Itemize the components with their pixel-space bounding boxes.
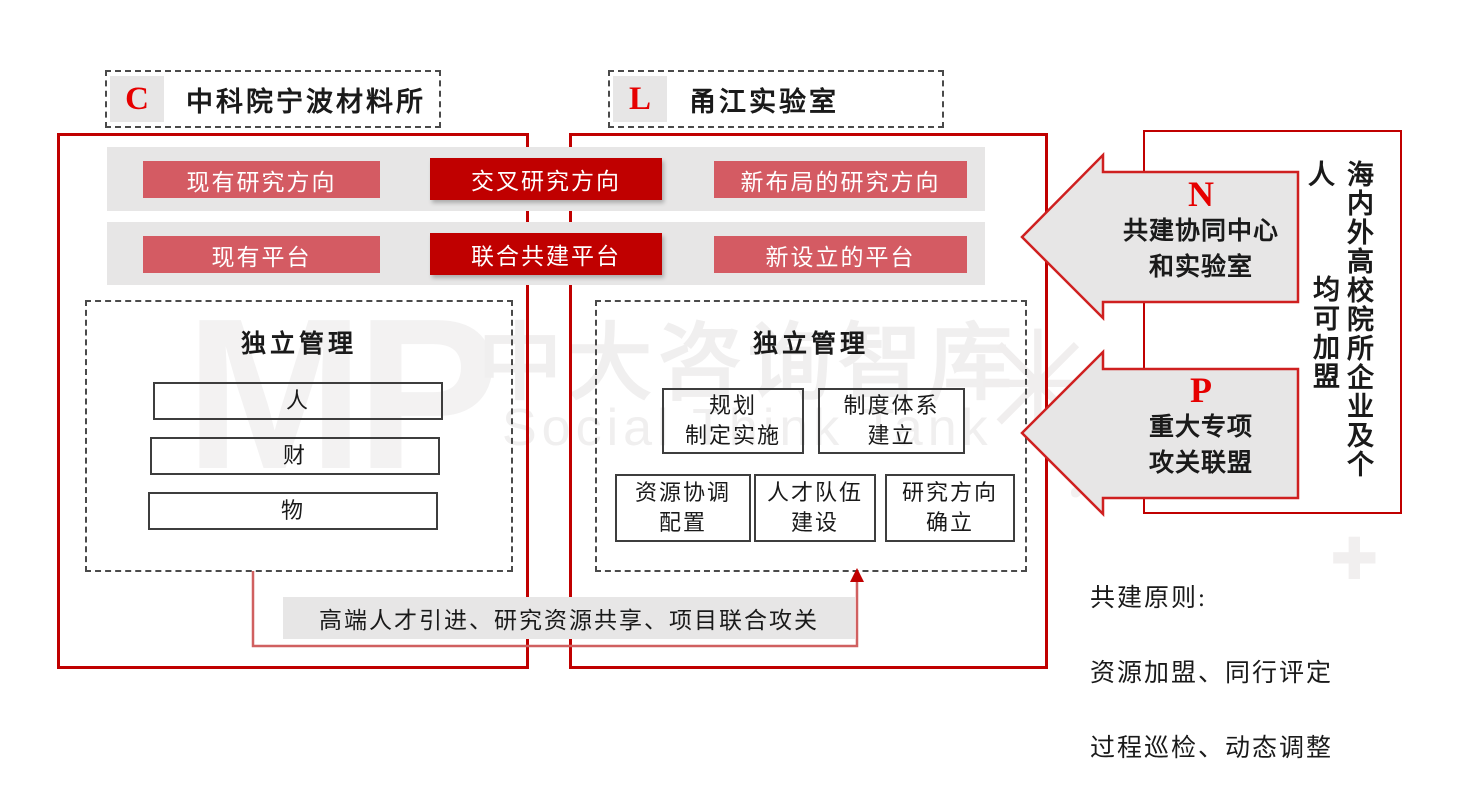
left-panel-title: 独立管理 [240, 331, 357, 358]
talent-team-cell: 人才队伍 建设 [754, 474, 876, 542]
p-arrow-letter: P [1190, 370, 1212, 410]
org-left-name: 中科院宁波材料所 [186, 86, 426, 117]
watermark-chinese-text: 中大咨询智库 [478, 318, 1019, 411]
principles-line1: 资源加盟、同行评定 [1090, 659, 1334, 687]
research-direction-cell: 研究方向 确立 [885, 474, 1015, 542]
principles-line2: 过程巡检、动态调整 [1090, 734, 1334, 762]
org-left-container [57, 133, 529, 669]
right-panel-title: 独立管理 [752, 331, 869, 358]
principles-text: 共建原则: 资源加盟、同行评定 过程巡检、动态调整 [1090, 542, 1333, 805]
cross-research-direction-tag: 交叉研究方向 [430, 158, 662, 200]
assets-cell: 物 [148, 492, 438, 530]
n-arrow-text: N 共建协同中心 和实验室 [1103, 174, 1299, 286]
people-cell: 人 [153, 382, 443, 420]
p-arrow-label: 重大专项 攻关联盟 [1148, 413, 1253, 478]
watermark-english-text: Social Think Tank [502, 399, 993, 457]
existing-research-direction-tag: 现有研究方向 [143, 161, 380, 198]
finance-cell: 财 [150, 437, 440, 475]
org-right-letter: L [613, 76, 667, 122]
n-arrow-letter: N [1188, 174, 1214, 214]
cooperation-band: 高端人才引进、研究资源共享、项目联合攻关 [283, 597, 855, 639]
new-research-direction-tag: 新布局的研究方向 [714, 161, 967, 198]
left-management-panel: 独立管理 人 财 物 [85, 300, 513, 572]
existing-platform-tag: 现有平台 [143, 236, 380, 273]
org-right-name: 甬江实验室 [689, 86, 839, 117]
resource-coordination-cell: 资源协调 配置 [615, 474, 751, 542]
membership-note-sub: 均可加盟 [1309, 275, 1339, 391]
principles-title: 共建原则: [1090, 584, 1207, 612]
new-platform-tag: 新设立的平台 [714, 236, 967, 273]
p-arrow-text: P 重大专项 攻关联盟 [1103, 370, 1299, 482]
joint-platform-tag: 联合共建平台 [430, 233, 662, 275]
watermark-plus-icon: ✚ [1330, 525, 1379, 593]
planning-cell: 规划 制定实施 [662, 388, 804, 454]
org-left-header: C 中科院宁波材料所 [105, 70, 441, 128]
org-right-header: L 甬江实验室 [608, 70, 944, 128]
org-left-letter: C [110, 76, 164, 122]
n-arrow-label: 共建协同中心 和实验室 [1122, 217, 1279, 282]
membership-note-main: 海内外高校院所企业及个人 [1304, 160, 1373, 479]
right-management-panel: 独立管理 规划 制定实施 制度体系 建立 资源协调 配置 人才队伍 建设 研究方… [595, 300, 1027, 572]
system-cell: 制度体系 建立 [818, 388, 965, 454]
